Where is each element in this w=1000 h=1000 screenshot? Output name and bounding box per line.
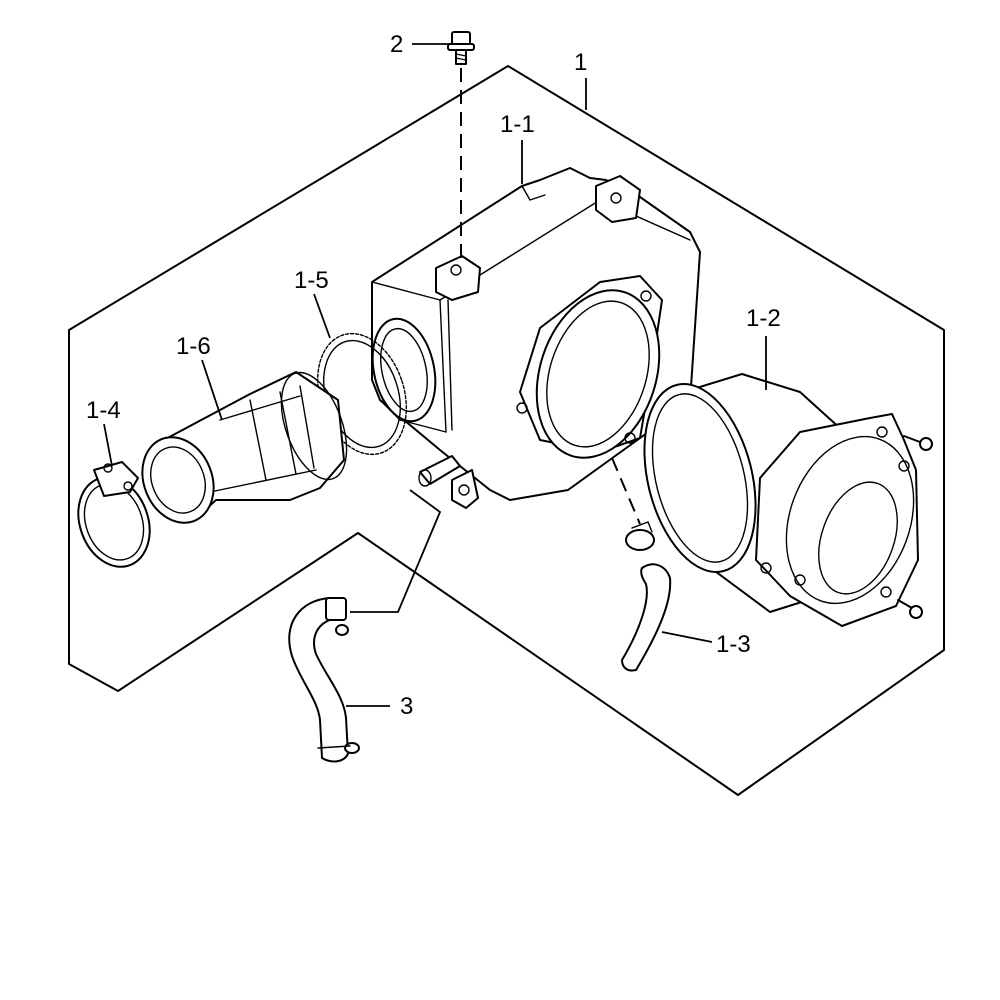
callout-element: 1-2 xyxy=(746,305,781,332)
inlet-duct xyxy=(141,371,348,524)
drain-hose xyxy=(621,521,672,672)
callout-drain-hose: 1-3 xyxy=(716,631,751,658)
assembly-boundary-outline xyxy=(68,65,945,796)
leader-line-seal-ring xyxy=(313,293,331,339)
leader-line-inlet-duct xyxy=(201,359,223,421)
filter-element xyxy=(643,373,919,627)
callout-clamp: 1-4 xyxy=(86,397,121,424)
callout-inlet-duct: 1-6 xyxy=(176,333,211,360)
callout-breather-hose: 3 xyxy=(400,693,413,720)
callout-bolt: 2 xyxy=(390,31,403,58)
callout-case: 1-1 xyxy=(500,111,535,138)
alignment-dash-line xyxy=(611,457,641,525)
callout-seal-ring: 1-5 xyxy=(294,267,329,294)
hose-clamp xyxy=(77,461,151,568)
cover-screw xyxy=(897,599,923,619)
leader-line-breather-route xyxy=(350,489,442,613)
air-cleaner-case xyxy=(371,167,701,509)
leader-line-drain-hose xyxy=(661,631,713,643)
mounting-bolt xyxy=(447,31,475,65)
callout-assembly: 1 xyxy=(574,49,587,76)
leader-line-clamp xyxy=(103,423,113,467)
cover-screw xyxy=(903,435,933,451)
breather-hose xyxy=(288,597,360,763)
